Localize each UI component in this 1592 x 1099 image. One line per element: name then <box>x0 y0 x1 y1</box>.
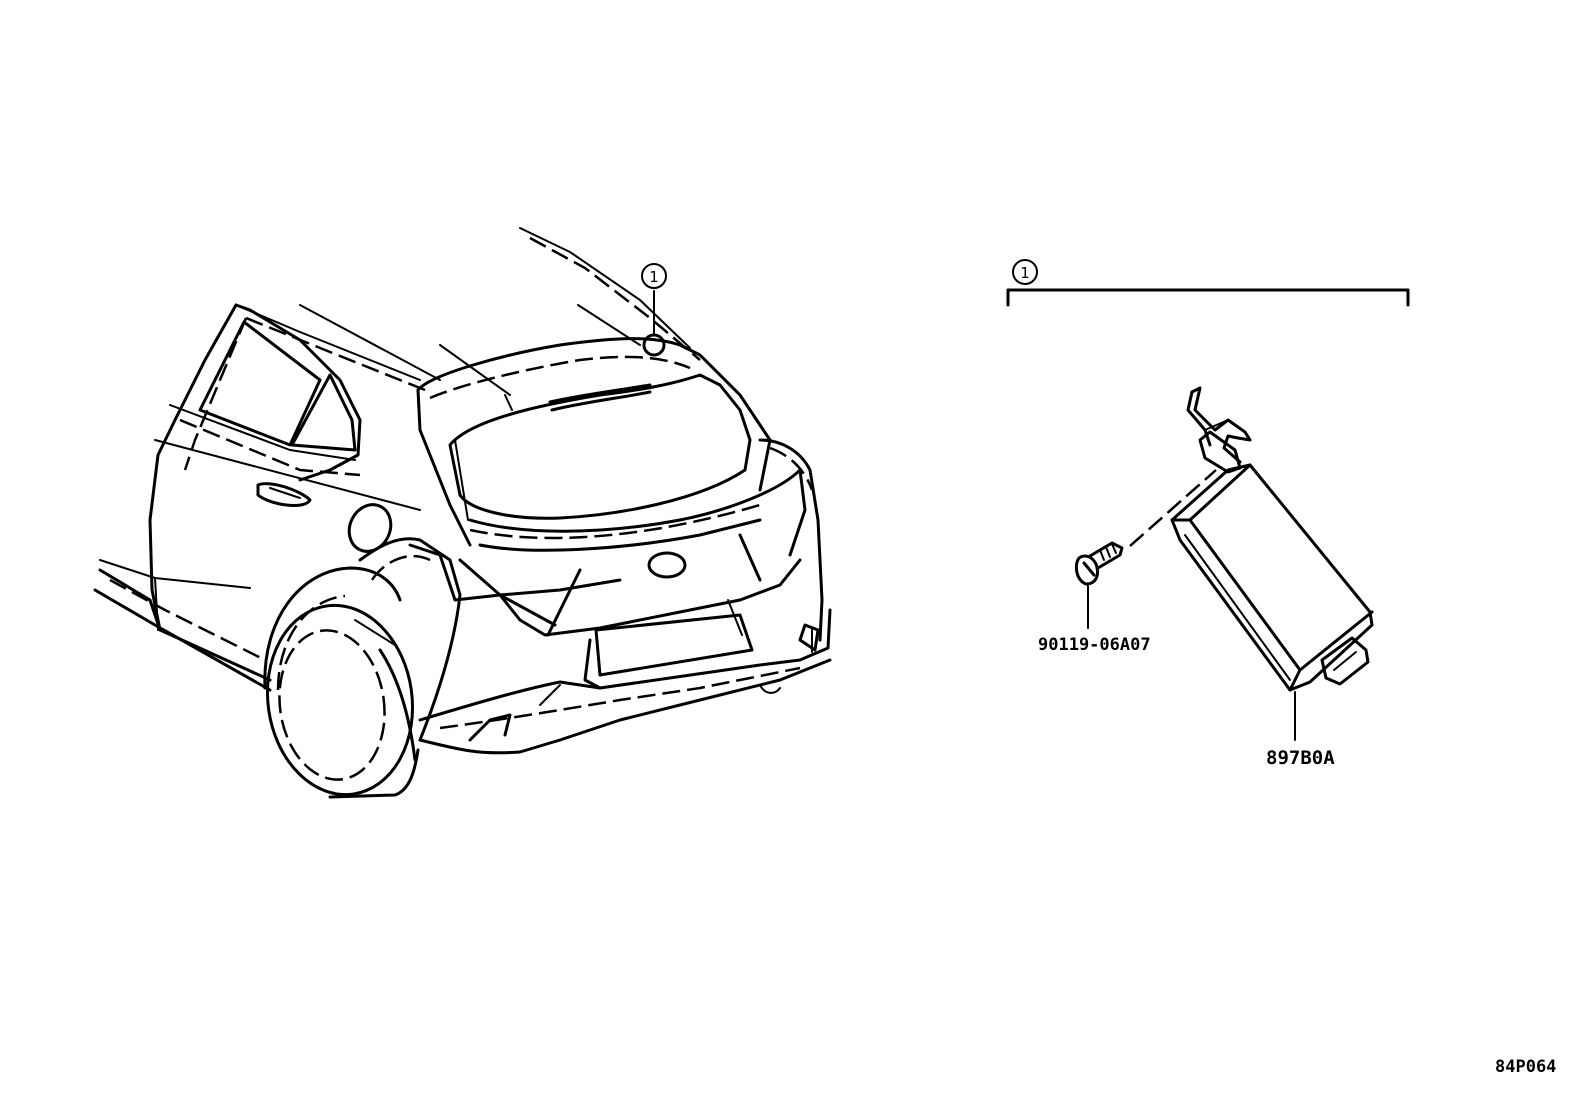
bolt-drawing <box>1074 541 1124 629</box>
circled-number-icon: 1 <box>1012 259 1038 285</box>
diagram-code: 84P064 <box>1495 1057 1556 1077</box>
assembly-guide-line <box>1129 469 1217 547</box>
bolt-part-number[interactable]: 90119-06A07 <box>1038 635 1151 655</box>
vehicle-illustration: 1 <box>93 227 832 799</box>
assembly-callout-number: 1 <box>1020 264 1030 282</box>
circled-number-icon: 1 <box>641 263 667 289</box>
assembly-bracket: 1 <box>1006 259 1410 307</box>
module-part-number[interactable]: 897B0A <box>1266 747 1335 769</box>
location-ring-icon <box>642 333 666 357</box>
control-module-drawing <box>1170 386 1374 692</box>
car-callout-number: 1 <box>649 268 659 286</box>
